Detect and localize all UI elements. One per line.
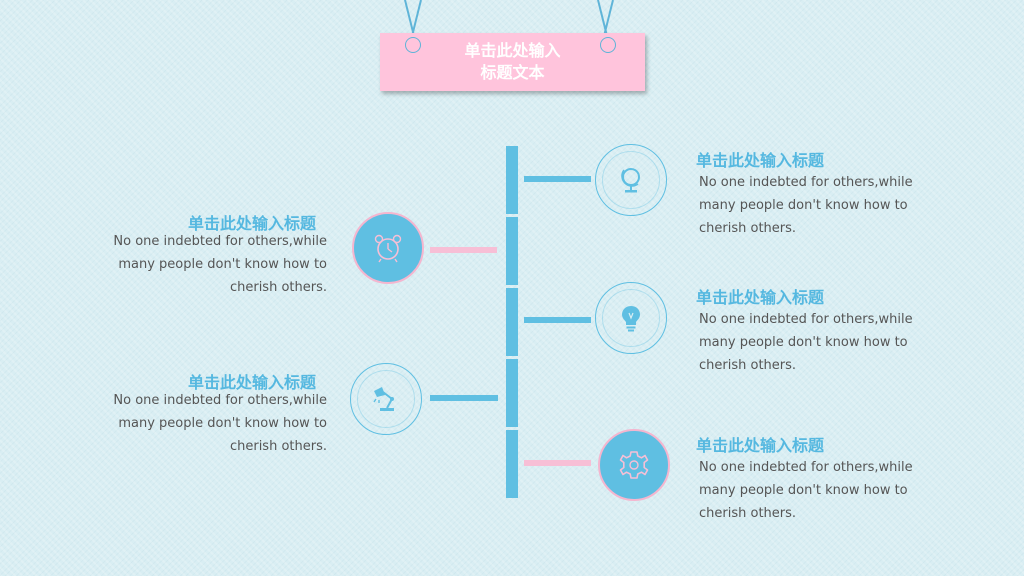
item-4-title: 单击此处输入标题 xyxy=(188,373,317,392)
timeline-segment-1 xyxy=(506,146,518,214)
node-circle-1 xyxy=(595,144,667,216)
item-3-line-1: No one indebted for others,while xyxy=(699,312,913,327)
item-1-description: No one indebted for others,while many pe… xyxy=(699,171,919,240)
hanging-ring-right xyxy=(600,37,616,53)
item-3-description: No one indebted for others,while many pe… xyxy=(699,308,919,377)
title-line-1: 单击此处输入 xyxy=(464,41,561,60)
node-circle-4 xyxy=(350,363,422,435)
timeline-segment-5 xyxy=(506,430,518,498)
item-5-description: No one indebted for others,while many pe… xyxy=(699,456,919,525)
lightbulb-icon xyxy=(622,306,640,332)
hanging-ring-left xyxy=(405,37,421,53)
timeline-segment-3 xyxy=(506,288,518,356)
item-4-description: No one indebted for others,while many pe… xyxy=(107,389,327,458)
item-3-line-2: many people don't know how to xyxy=(699,335,908,350)
item-4-line-1: No one indebted for others,while xyxy=(113,393,327,408)
title-line-2: 标题文本 xyxy=(480,63,545,82)
item-4-line-2: many people don't know how to xyxy=(118,416,327,431)
item-5-title: 单击此处输入标题 xyxy=(696,436,825,455)
item-1-line-3: cherish others. xyxy=(699,221,797,236)
item-4-line-3: cherish others. xyxy=(229,439,327,454)
item-1-title: 单击此处输入标题 xyxy=(696,151,825,170)
gear-icon xyxy=(619,451,649,479)
timeline-segment-2 xyxy=(506,217,518,285)
connector-5 xyxy=(524,460,591,466)
node-circle-5 xyxy=(598,429,670,501)
connector-2 xyxy=(430,247,497,253)
item-1-line-2: many people don't know how to xyxy=(699,198,908,213)
item-2-line-2: many people don't know how to xyxy=(118,257,327,272)
timeline-segment-4 xyxy=(506,359,518,427)
item-3-line-3: cherish others. xyxy=(699,358,797,373)
globe-icon xyxy=(621,168,640,193)
item-1-line-1: No one indebted for others,while xyxy=(699,175,913,190)
item-2-line-3: cherish others. xyxy=(229,280,327,295)
item-5-line-3: cherish others. xyxy=(699,506,797,521)
item-3-title: 单击此处输入标题 xyxy=(696,288,825,307)
item-2-line-1: No one indebted for others,while xyxy=(113,234,327,249)
item-5-line-2: many people don't know how to xyxy=(699,483,908,498)
node-circle-3 xyxy=(595,282,667,354)
desk-lamp-icon xyxy=(373,387,394,411)
connector-4 xyxy=(430,395,498,401)
item-2-title: 单击此处输入标题 xyxy=(188,214,317,233)
item-2-description: No one indebted for others,while many pe… xyxy=(107,230,327,299)
node-circle-2 xyxy=(352,212,424,284)
item-5-line-1: No one indebted for others,while xyxy=(699,460,913,475)
connector-1 xyxy=(524,176,591,182)
connector-3 xyxy=(524,317,591,323)
alarm-clock-icon xyxy=(374,234,402,263)
